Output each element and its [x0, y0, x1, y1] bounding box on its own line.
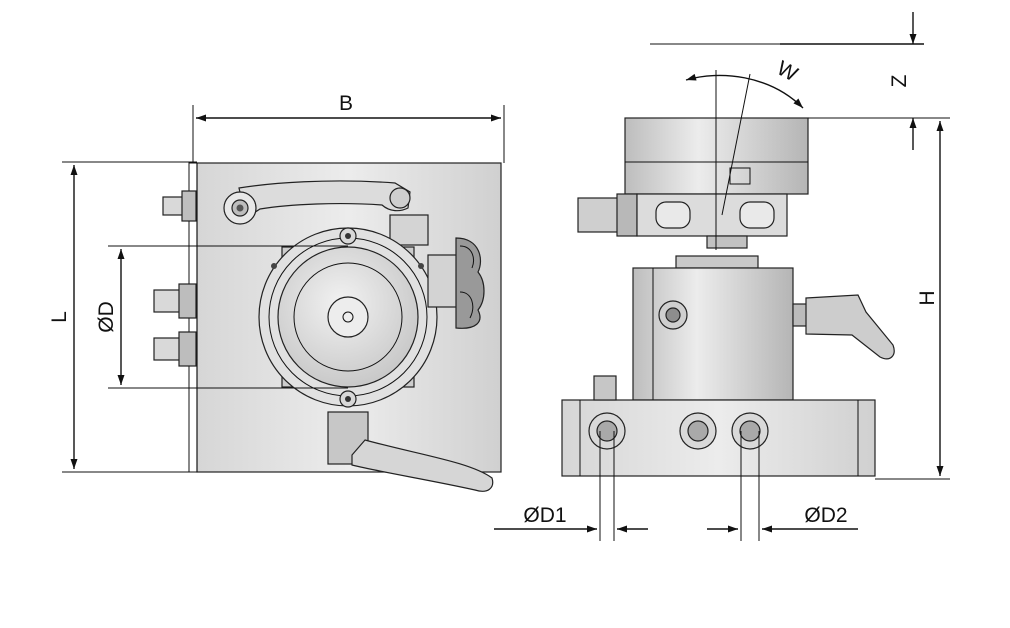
top-lever [223, 180, 411, 225]
port-d1 [588, 412, 626, 450]
dimension-b: B [192, 92, 505, 163]
label-l: L [48, 311, 71, 323]
jaw-row [577, 193, 788, 249]
side-view [561, 70, 895, 477]
label-h: H [916, 290, 939, 305]
label-z: Z [888, 74, 911, 87]
top-view [153, 162, 502, 492]
dimension-d1: ØD1 [494, 431, 648, 541]
right-knob [427, 237, 485, 329]
cylinder-body [632, 267, 794, 401]
side-lever [792, 294, 895, 360]
label-d1: ØD1 [523, 504, 566, 527]
fitting-low-left [153, 331, 197, 367]
dimension-h: H [808, 117, 950, 480]
label-b: B [339, 92, 353, 115]
dimension-l: L [48, 161, 197, 473]
clamp-disk [258, 227, 438, 408]
label-d2: ØD2 [804, 504, 847, 527]
dimension-d2: ØD2 [707, 431, 858, 541]
fitting-mid-left [153, 283, 197, 319]
dimension-z: Z [650, 12, 924, 150]
dimension-d: ØD [95, 245, 348, 389]
fitting-top-left [162, 190, 197, 222]
port-d2 [731, 412, 769, 450]
label-d: ØD [95, 301, 118, 333]
label-w: W [773, 57, 801, 87]
port-mid [679, 412, 717, 450]
bottom-lever [327, 411, 494, 492]
